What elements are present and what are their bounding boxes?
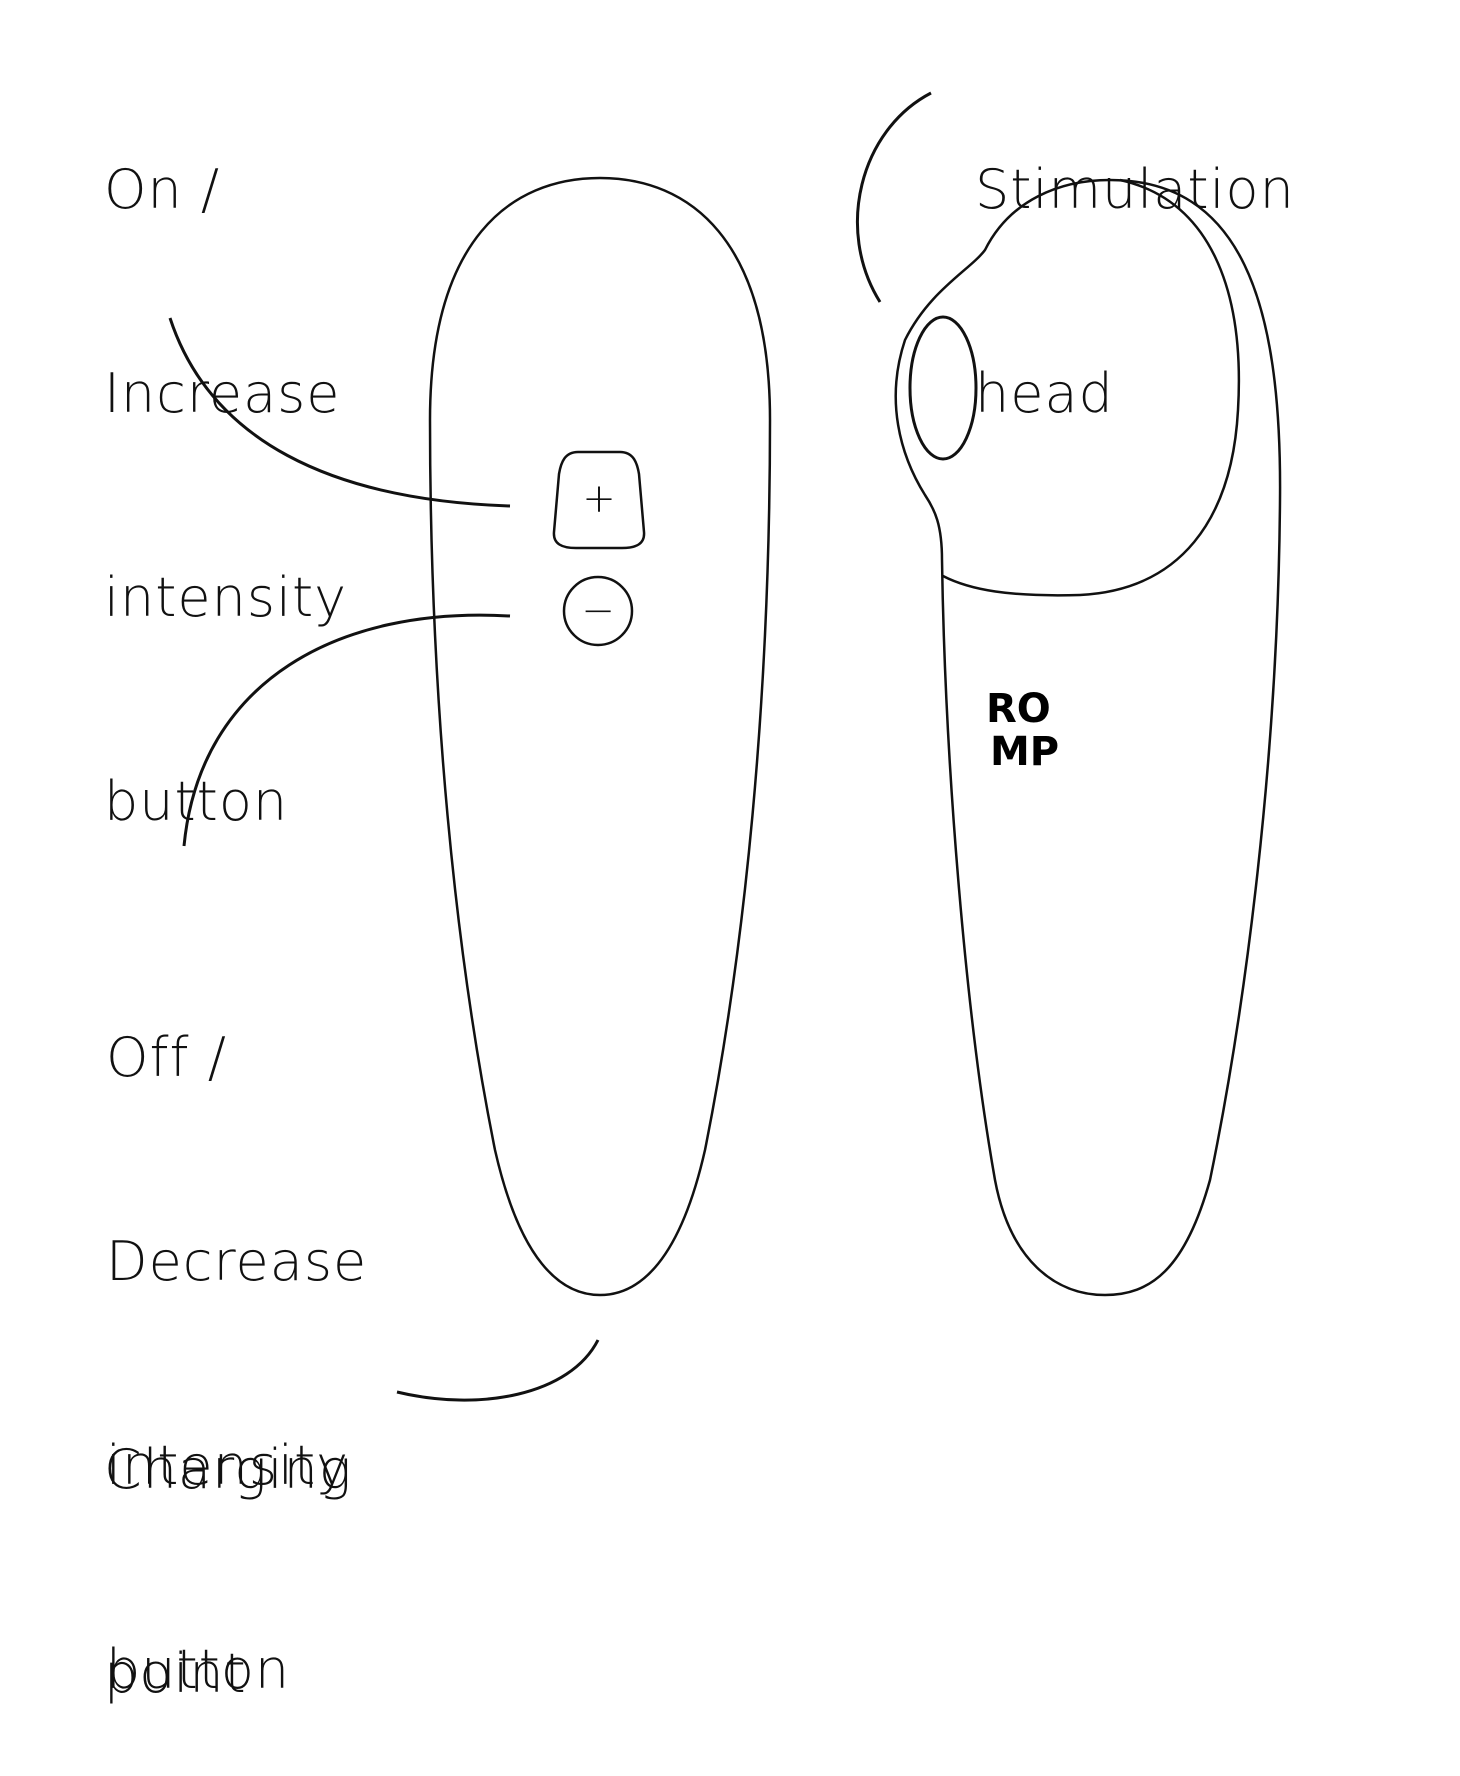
- device-side-outline: [894, 178, 1282, 1297]
- label-line: Increase: [104, 362, 341, 425]
- brand-logo-line2: MP: [990, 729, 1059, 775]
- increase-button[interactable]: [552, 450, 646, 550]
- leader-line-charging: [396, 1339, 600, 1402]
- label-line: Off /: [106, 1026, 227, 1089]
- device-side-inner-contour: [942, 178, 1241, 597]
- decrease-button[interactable]: [562, 575, 634, 647]
- brand-logo-line1: RO: [986, 686, 1051, 732]
- label-line: On /: [104, 158, 221, 221]
- label-line: point: [104, 1642, 247, 1705]
- minus-symbol: −: [581, 588, 615, 634]
- plus-symbol: +: [582, 476, 616, 522]
- leader-line-stimulation: [855, 91, 932, 303]
- label-line: head: [975, 362, 1114, 425]
- label-charging-point: Charging point: [104, 1300, 352, 1776]
- leader-line-increase: [168, 317, 511, 508]
- label-line: button: [104, 770, 289, 833]
- label-stimulation-head: Stimulation head: [975, 20, 1295, 496]
- stimulation-head-opening: [908, 315, 978, 461]
- label-line: Charging: [104, 1438, 353, 1501]
- leader-line-decrease: [182, 613, 511, 847]
- label-on-increase-button: On / Increase intensity button: [104, 20, 347, 904]
- label-line: Decrease: [106, 1230, 368, 1293]
- device-front-outline: [428, 176, 772, 1297]
- label-line: Stimulation: [975, 158, 1295, 221]
- label-line: intensity: [104, 566, 348, 629]
- product-diagram: + − RO MP: [168, 91, 1282, 1402]
